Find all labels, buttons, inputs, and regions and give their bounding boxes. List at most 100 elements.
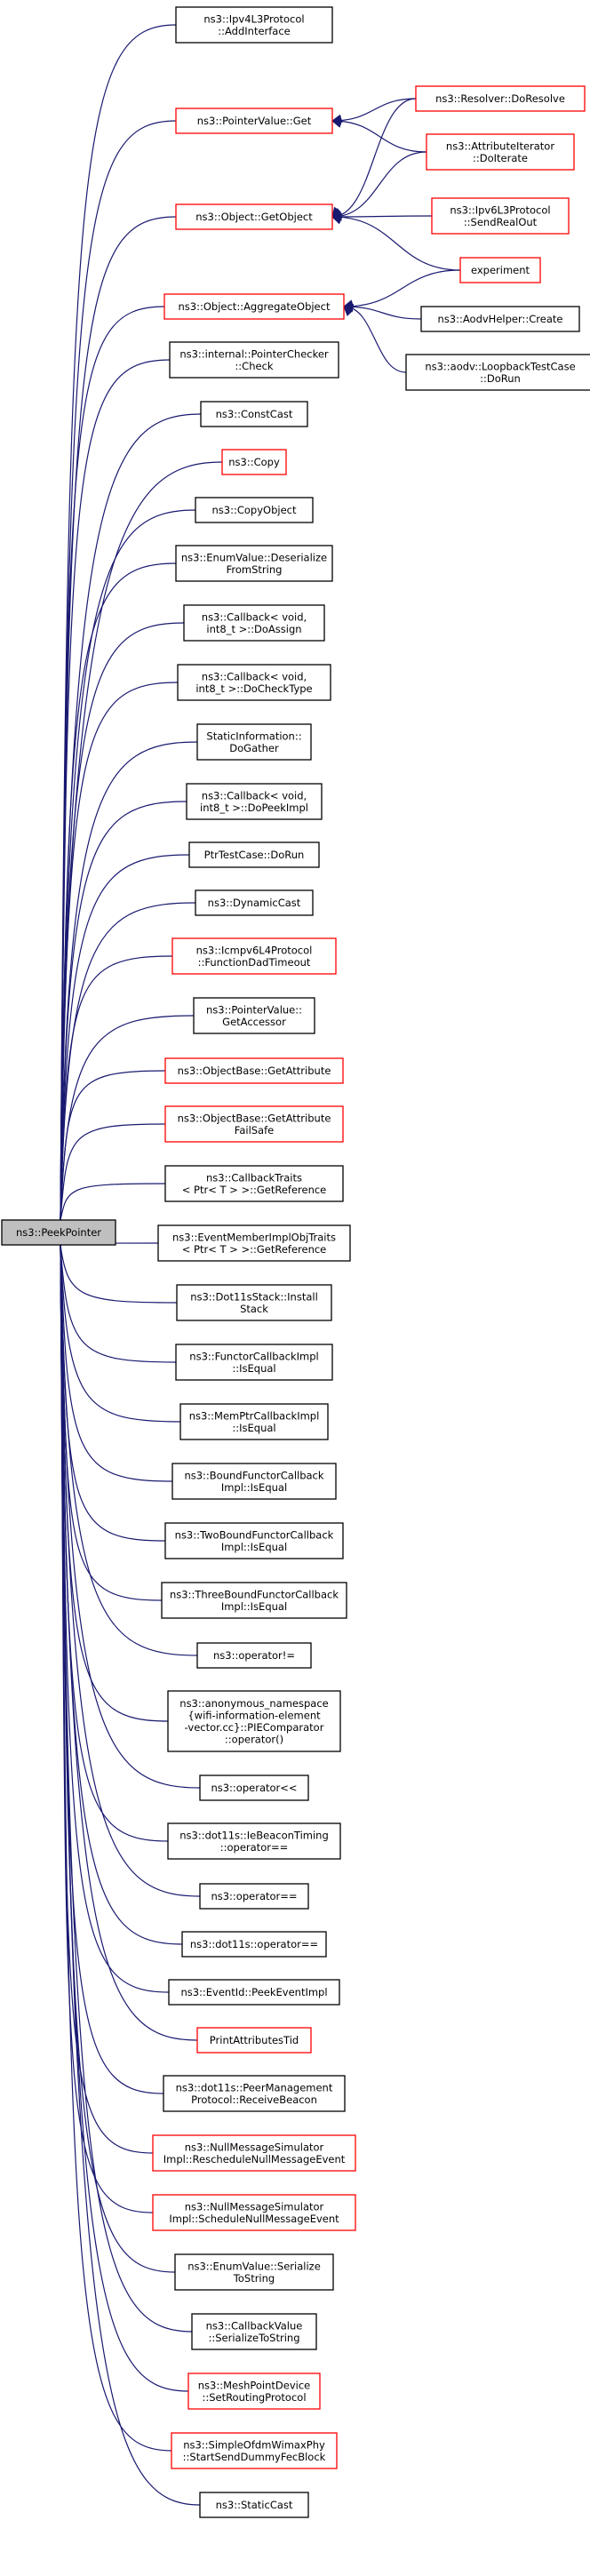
call-edges bbox=[55, 24, 461, 2506]
node-box bbox=[179, 1403, 329, 1440]
node-ns3-threeboundfunctorcallback-impl-isequal[interactable]: ns3::ThreeBoundFunctorCallbackImpl::IsEq… bbox=[161, 1582, 347, 1619]
node-ns3-nullmessagesimulator-impl-schedulenullmessageevent[interactable]: ns3::NullMessageSimulatorImpl::ScheduleN… bbox=[152, 2194, 356, 2231]
node-label: ::SerializeToString bbox=[208, 2332, 299, 2344]
node-box bbox=[196, 1642, 312, 1669]
node-box bbox=[199, 2492, 309, 2518]
node-ns3-attributeiterator-doiterate[interactable]: ns3::AttributeIterator::DoIterate bbox=[426, 133, 575, 171]
node-label: int8_t >::DoPeekImpl bbox=[200, 802, 308, 814]
node-box bbox=[426, 133, 575, 171]
node-label: ns3::anonymous_namespace bbox=[179, 1697, 328, 1710]
node-ns3-dynamiccast[interactable]: ns3::DynamicCast bbox=[195, 889, 314, 916]
node-ns3-operator[interactable]: ns3::operator== bbox=[199, 1883, 309, 1910]
node-ns3-callback-void-int8-t-dopeekimpl[interactable]: ns3::Callback< void,int8_t >::DoPeekImpl bbox=[186, 783, 323, 820]
node-ns3-operator[interactable]: ns3::operator<< bbox=[199, 1774, 309, 1801]
node-box bbox=[175, 1344, 333, 1381]
node-box bbox=[175, 6, 333, 44]
node-staticinformation-dogather[interactable]: StaticInformation::DoGather bbox=[196, 723, 312, 761]
edge-peek-n31 bbox=[55, 1235, 169, 1842]
node-box bbox=[431, 197, 570, 235]
node-ns3-internal-pointerchecker-check[interactable]: ns3::internal::PointerChecker::Check bbox=[169, 341, 339, 379]
node-ns3-meshpointdevice-setroutingprotocol[interactable]: ns3::MeshPointDevice::SetRoutingProtocol bbox=[187, 2373, 321, 2410]
node-ns3-copy[interactable]: ns3::Copy bbox=[221, 449, 287, 475]
node-ns3-object-getobject[interactable]: ns3::Object::GetObject bbox=[175, 203, 333, 230]
node-ns3-operator[interactable]: ns3::operator!= bbox=[196, 1642, 312, 1669]
node-label: PtrTestCase::DoRun bbox=[204, 849, 305, 861]
node-experiment[interactable]: experiment bbox=[459, 257, 541, 283]
node-ns3-copyobject[interactable]: ns3::CopyObject bbox=[195, 497, 314, 523]
node-label: GetAccessor bbox=[222, 1016, 286, 1028]
node-label: ns3::Object::GetObject bbox=[195, 211, 313, 223]
node-label: ns3::DynamicCast bbox=[208, 897, 301, 909]
node-ns3-ipv6l3protocol-sendrealout[interactable]: ns3::Ipv6L3Protocol::SendRealOut bbox=[431, 197, 570, 235]
node-ns3-enumvalue-serialize-tostring[interactable]: ns3::EnumValue::SerializeToString bbox=[174, 2253, 334, 2291]
node-ns3-nullmessagesimulator-impl-reschedulenullmessageevent[interactable]: ns3::NullMessageSimulatorImpl::Reschedul… bbox=[152, 2134, 356, 2172]
node-label: ns3::operator== bbox=[211, 1890, 297, 1902]
node-ns3-memptrcallbackimpl-isequal[interactable]: ns3::MemPtrCallbackImpl::IsEqual bbox=[179, 1403, 329, 1440]
node-label: ns3::Callback< void, bbox=[202, 610, 307, 623]
node-box bbox=[163, 293, 345, 320]
node-ns3-aodv-loopbacktestcase-dorun[interactable]: ns3::aodv::LoopbackTestCase::DoRun bbox=[405, 354, 590, 391]
node-label: PrintAttributesTid bbox=[210, 2034, 299, 2046]
node-label: ns3::dot11s::IeBeaconTiming bbox=[179, 1829, 329, 1841]
node-label: ns3::ThreeBoundFunctorCallback bbox=[170, 1588, 339, 1600]
node-ns3-pointervalue-get[interactable]: ns3::PointerValue::Get bbox=[175, 108, 333, 134]
node-box bbox=[167, 1822, 341, 1860]
node-ns3-constcast[interactable]: ns3::ConstCast bbox=[200, 401, 308, 427]
node-label: ns3::MemPtrCallbackImpl bbox=[189, 1409, 320, 1422]
edge-peek-n9 bbox=[55, 562, 177, 1230]
node-label: ns3::dot11s::PeerManagement bbox=[176, 2081, 333, 2093]
node-box bbox=[176, 1284, 332, 1321]
node-label: FromString bbox=[227, 563, 283, 576]
node-ns3-object-aggregateobject[interactable]: ns3::Object::AggregateObject bbox=[163, 293, 345, 320]
node-box bbox=[420, 306, 580, 332]
node-label: ns3::operator<< bbox=[211, 1782, 297, 1794]
node-box bbox=[415, 85, 586, 112]
node-ns3-eventmemberimplobjtraits-ptr-t-getreference[interactable]: ns3::EventMemberImplObjTraits< Ptr< T > … bbox=[157, 1224, 351, 1262]
node-label: Protocol::ReceiveBeacon bbox=[191, 2093, 317, 2106]
node-ns3-dot11s-operator[interactable]: ns3::dot11s::operator== bbox=[181, 1931, 327, 1958]
node-label: DoGather bbox=[229, 742, 279, 754]
node-label: Stack bbox=[240, 1303, 268, 1315]
node-ns3-twoboundfunctorcallback-impl-isequal[interactable]: ns3::TwoBoundFunctorCallbackImpl::IsEqua… bbox=[164, 1522, 344, 1559]
node-ns3-callback-void-int8-t-dochecktype[interactable]: ns3::Callback< void,int8_t >::DoCheckTyp… bbox=[177, 664, 331, 701]
edge-n3-r2 bbox=[331, 151, 427, 218]
edge-peek-n2 bbox=[55, 120, 177, 1230]
node-ns3-eventid-peekeventimpl[interactable]: ns3::EventId::PeekEventImpl bbox=[168, 1979, 340, 2006]
node-label: ToString bbox=[233, 2272, 275, 2285]
node-ns3-icmpv6l4protocol-functiondadtimeout[interactable]: ns3::Icmpv6L4Protocol::FunctionDadTimeou… bbox=[171, 937, 337, 975]
node-ns3-functorcallbackimpl-isequal[interactable]: ns3::FunctorCallbackImpl::IsEqual bbox=[175, 1344, 333, 1381]
node-ns3-simpleofdmwimaxphy-startsenddummyfecblock[interactable]: ns3::SimpleOfdmWimaxPhy::StartSendDummyF… bbox=[171, 2432, 338, 2469]
node-ns3-callbackvalue-serializetostring[interactable]: ns3::CallbackValue::SerializeToString bbox=[191, 2313, 317, 2350]
node-label: ::SendRealOut bbox=[464, 216, 538, 228]
arrowhead bbox=[331, 216, 343, 225]
node-ns3-callback-void-int8-t-doassign[interactable]: ns3::Callback< void,int8_t >::DoAssign bbox=[183, 604, 325, 642]
node-box bbox=[191, 2313, 317, 2350]
node-ns3-callbacktraits-ptr-t-getreference[interactable]: ns3::CallbackTraits< Ptr< T > >::GetRefe… bbox=[164, 1165, 344, 1202]
edge-n4-r5 bbox=[342, 303, 422, 320]
node-ns3-dot11s-peermanagement-protocol-receivebeacon[interactable]: ns3::dot11s::PeerManagementProtocol::Rec… bbox=[163, 2075, 346, 2112]
node-label: ns3::EnumValue::Deserialize bbox=[181, 551, 327, 563]
node-label: Impl::IsEqual bbox=[221, 1541, 287, 1553]
node-ns3-ipv4l3protocol-addinterface[interactable]: ns3::Ipv4L3Protocol::AddInterface bbox=[175, 6, 333, 44]
node-printattributestid[interactable]: PrintAttributesTid bbox=[196, 2027, 312, 2054]
node-ns3-dot11s-iebeacontiming-operator[interactable]: ns3::dot11s::IeBeaconTiming::operator== bbox=[167, 1822, 341, 1860]
node-ptrtestcase-dorun[interactable]: PtrTestCase::DoRun bbox=[188, 841, 320, 868]
node-ns3-aodvhelper-create[interactable]: ns3::AodvHelper::Create bbox=[420, 306, 580, 332]
node-ns3-resolver-doresolve[interactable]: ns3::Resolver::DoResolve bbox=[415, 85, 586, 112]
node-ns3-anonymous-namespace-wifi-information-element-vector-cc-piecomparator-operator[interactable]: ns3::anonymous_namespace{wifi-informatio… bbox=[167, 1690, 341, 1752]
node-label: ns3::EventId::PeekEventImpl bbox=[180, 1986, 327, 1998]
node-box bbox=[174, 2253, 334, 2291]
node-label: ns3::MeshPointDevice bbox=[198, 2379, 311, 2391]
node-label: < Ptr< T > >::GetReference bbox=[182, 1243, 327, 1256]
node-box bbox=[152, 2134, 356, 2172]
node-box bbox=[186, 783, 323, 820]
node-box bbox=[221, 449, 287, 475]
node-ns3-pointervalue-getaccessor[interactable]: ns3::PointerValue::GetAccessor bbox=[193, 997, 315, 1034]
node-ns3-staticcast[interactable]: ns3::StaticCast bbox=[199, 2492, 309, 2518]
node-ns3-objectbase-getattribute[interactable]: ns3::ObjectBase::GetAttribute bbox=[164, 1057, 344, 1084]
